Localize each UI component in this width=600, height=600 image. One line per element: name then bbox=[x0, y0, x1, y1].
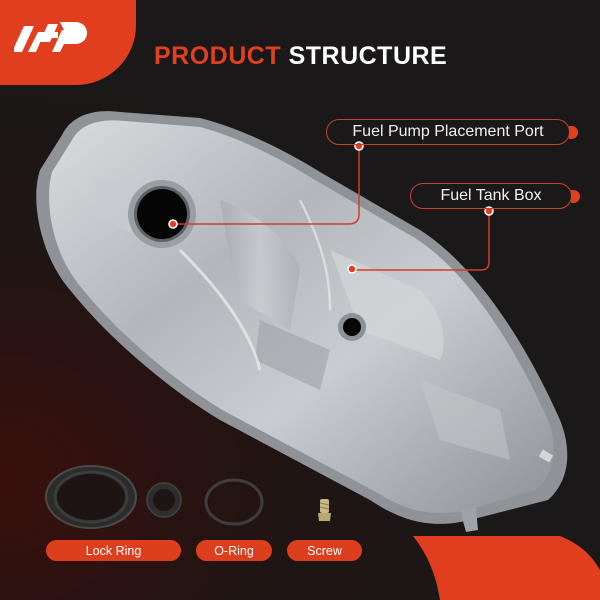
title-rest: STRUCTURE bbox=[288, 42, 448, 70]
callout-fuel-pump-placement-port: Fuel Pump Placement Port bbox=[326, 119, 578, 145]
callout-tab bbox=[571, 190, 580, 203]
ap-logo-icon bbox=[14, 22, 87, 52]
callout-tab bbox=[569, 126, 578, 139]
accessory-label: Lock Ring bbox=[85, 543, 142, 558]
callout-label: Fuel Pump Placement Port bbox=[352, 123, 544, 140]
accessory-label: Screw bbox=[307, 543, 342, 558]
callout-label: Fuel Tank Box bbox=[440, 187, 542, 204]
accessory-label-lock-ring: Lock Ring bbox=[46, 540, 181, 561]
accessory-label-o-ring: O-Ring bbox=[196, 540, 272, 561]
accessory-label-screw: Screw bbox=[287, 540, 362, 561]
callout-fuel-tank-box: Fuel Tank Box bbox=[410, 183, 580, 209]
accessory-label: O-Ring bbox=[214, 543, 254, 558]
logo-badge bbox=[0, 0, 136, 85]
title-accent: PRODUCT bbox=[154, 42, 282, 70]
page-title: PRODUCT STRUCTURE bbox=[154, 42, 447, 71]
